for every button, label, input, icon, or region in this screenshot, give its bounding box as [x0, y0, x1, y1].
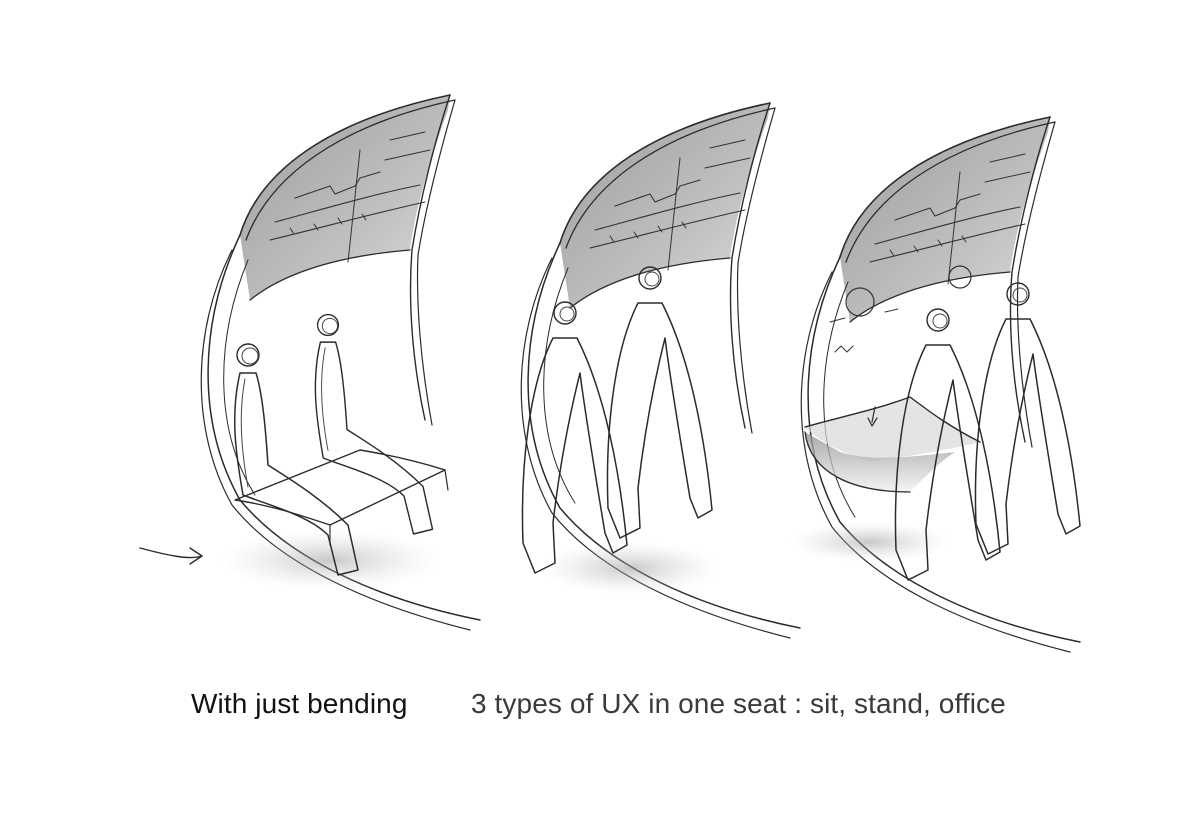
caption-ux-types: 3 types of UX in one seat : sit, stand, … [471, 688, 1006, 719]
caption-bending: With just bending [191, 688, 408, 719]
sketch-office [790, 116, 1081, 653]
sketch-sit [139, 94, 481, 631]
sketch-stand [520, 102, 801, 639]
